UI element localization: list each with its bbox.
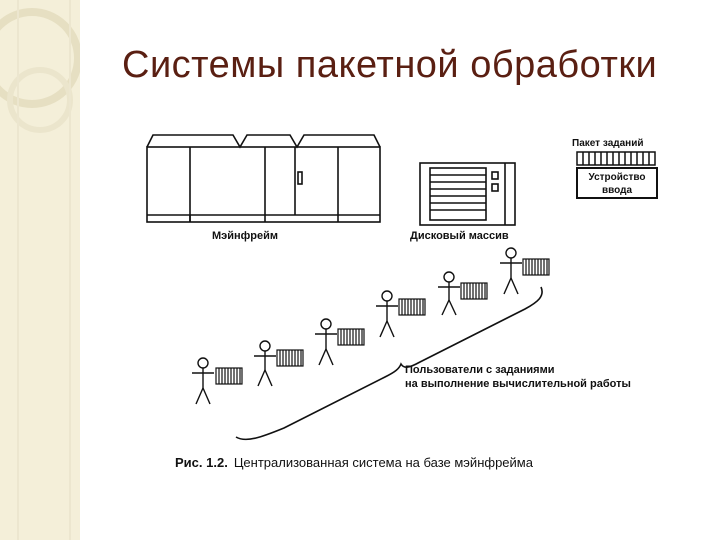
mainframe-label: Мэйнфрейм [212,230,278,242]
user-figure-2 [254,340,276,387]
caption-text: Централизованная система на базе мэйнфре… [234,455,534,470]
users-brace [235,286,543,441]
user-figure-1 [192,357,214,405]
user-figure-5 [438,271,460,316]
figure-caption: Рис. 1.2. Централизованная система на баз… [175,455,534,470]
decorative-circles [0,0,82,540]
user-figure-6 [500,247,522,295]
job-deck-6 [522,258,550,276]
job-deck-1 [215,367,243,385]
input-device [576,167,658,199]
input-device-label-line2: ввода [602,185,632,196]
input-device-label-line1: Устройство [589,172,646,183]
slide-title: Системы пакетной обработки [122,44,658,86]
mainframe [146,134,381,223]
user-figure-3 [315,318,337,366]
job-deck-3 [337,328,365,346]
disk-array-label: Дисковый массив [410,230,509,242]
decorative-side-band [0,0,82,540]
job-deck-2 [276,349,304,367]
job-deck-4 [398,298,426,316]
users-label-line2: на выполнение вычислительной работы [405,378,631,390]
job-batch-label: Пакет заданий [572,138,644,149]
disk-array [419,162,516,226]
users-label-line1: Пользователи с заданиями [405,364,555,376]
job-batch-cards [576,151,656,166]
job-deck-5 [460,282,488,300]
caption-prefix: Рис. 1.2. [175,455,228,470]
user-figure-4 [376,290,398,338]
